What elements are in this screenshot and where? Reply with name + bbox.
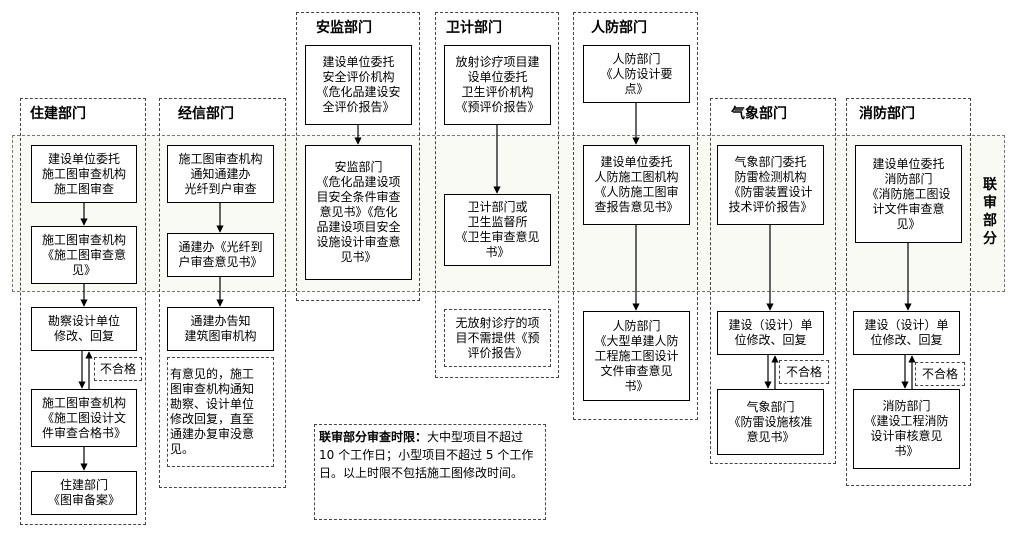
qixiang-column [710, 98, 836, 464]
xiaofang-title: 消防部门 [859, 106, 915, 122]
renfang-title: 人防部门 [591, 20, 647, 36]
jingxin-step-2: 通建办《光纤到 户审查意见书》 [167, 233, 274, 277]
review-time-text: 大中型项目不超过 10 个工作日；小型项目不超过 5 个工作日。以上时限不包括施… [319, 430, 534, 480]
xiaofang-fail-label: 不合格 [915, 362, 965, 386]
zhujian-column [20, 98, 146, 525]
renfang-step-2: 建设单位委托 人防施工图机构 《人防施工图审 查报告意见书》 [583, 145, 690, 225]
weiji-title: 卫计部门 [446, 20, 502, 36]
anjian-step-2: 安监部门 《危化品建设项 目安全条件审查 意见书》《危化 品建设项目安全 设施设… [305, 145, 412, 280]
jingxin-title: 经信部门 [178, 106, 234, 122]
qixiang-step-3: 气象部门 《防雷设施核准 意见书》 [717, 389, 824, 455]
xiaofang-step-3: 消防部门 《建设工程消防 设计审核意见 书》 [853, 389, 960, 469]
xiaofang-step-2: 建设（设计）单 位修改、回复 [853, 311, 960, 355]
qixiang-step-2: 建设（设计）单 位修改、回复 [717, 311, 824, 355]
qixiang-title: 气象部门 [731, 106, 787, 122]
joint-review-label: 联 审 部 分 [983, 177, 997, 247]
zhujian-fail-label: 不合格 [94, 357, 142, 381]
xiaofang-step-1: 建设单位委托 消防部门 《消防施工图设 计文件审查意 见》 [855, 145, 962, 243]
review-time-note: 联审部分审查时限：大中型项目不超过 10 个工作日；小型项目不超过 5 个工作日… [314, 424, 546, 520]
zhujian-title: 住建部门 [30, 106, 86, 122]
jingxin-note: 有意见的，施工 图审查机构通知 勘察、设计单位 修改回复，直至 通建办复审没意 … [167, 357, 274, 467]
qixiang-step-1: 气象部门委托 防雷检测机构 《防雷装置设计 技术评价报告》 [717, 145, 824, 225]
jingxin-column [159, 98, 286, 488]
anjian-title: 安监部门 [316, 20, 372, 36]
anjian-step-1: 建设单位委托 安全评价机构 《危化品建设安 全评价报告》 [305, 45, 412, 125]
xiaofang-column [846, 98, 971, 486]
renfang-column [573, 12, 698, 420]
zhujian-step-4: 施工图审查机构 《施工图设计文 件审查合格书》 [31, 389, 137, 447]
renfang-step-1: 人防部门 《人防设计要 点》 [583, 45, 690, 103]
zhujian-step-5: 住建部门 《图审备案》 [31, 471, 137, 515]
jingxin-step-1: 施工图审查机构 通知通建办 光纤到户审查 [167, 145, 274, 203]
review-time-label: 联审部分审查时限： [319, 430, 428, 444]
zhujian-step-3: 勘察设计单位 修改、回复 [31, 307, 137, 351]
weiji-step-2: 卫计部门或 卫生监督所 《卫生审查意见 书》 [444, 194, 551, 266]
zhujian-step-1: 建设单位委托 施工图审查机构 施工图审查 [31, 145, 137, 203]
zhujian-step-2: 施工图审查机构 《施工图审查意 见》 [31, 226, 137, 284]
renfang-step-3: 人防部门 《大型单建人防 工程施工图设计 文件审查意见 书》 [583, 311, 690, 401]
anjian-column [296, 12, 420, 301]
weiji-step-1: 放射诊疗项目建 设单位委托 卫生评价机构 《预评价报告》 [444, 45, 551, 125]
qixiang-fail-label: 不合格 [779, 360, 829, 384]
weiji-note: 无放射诊疗的项 目不需提供《预 评价报告》 [444, 309, 551, 367]
weiji-column [435, 12, 559, 378]
jingxin-step-3: 通建办告知 建筑图审机构 [167, 307, 274, 351]
